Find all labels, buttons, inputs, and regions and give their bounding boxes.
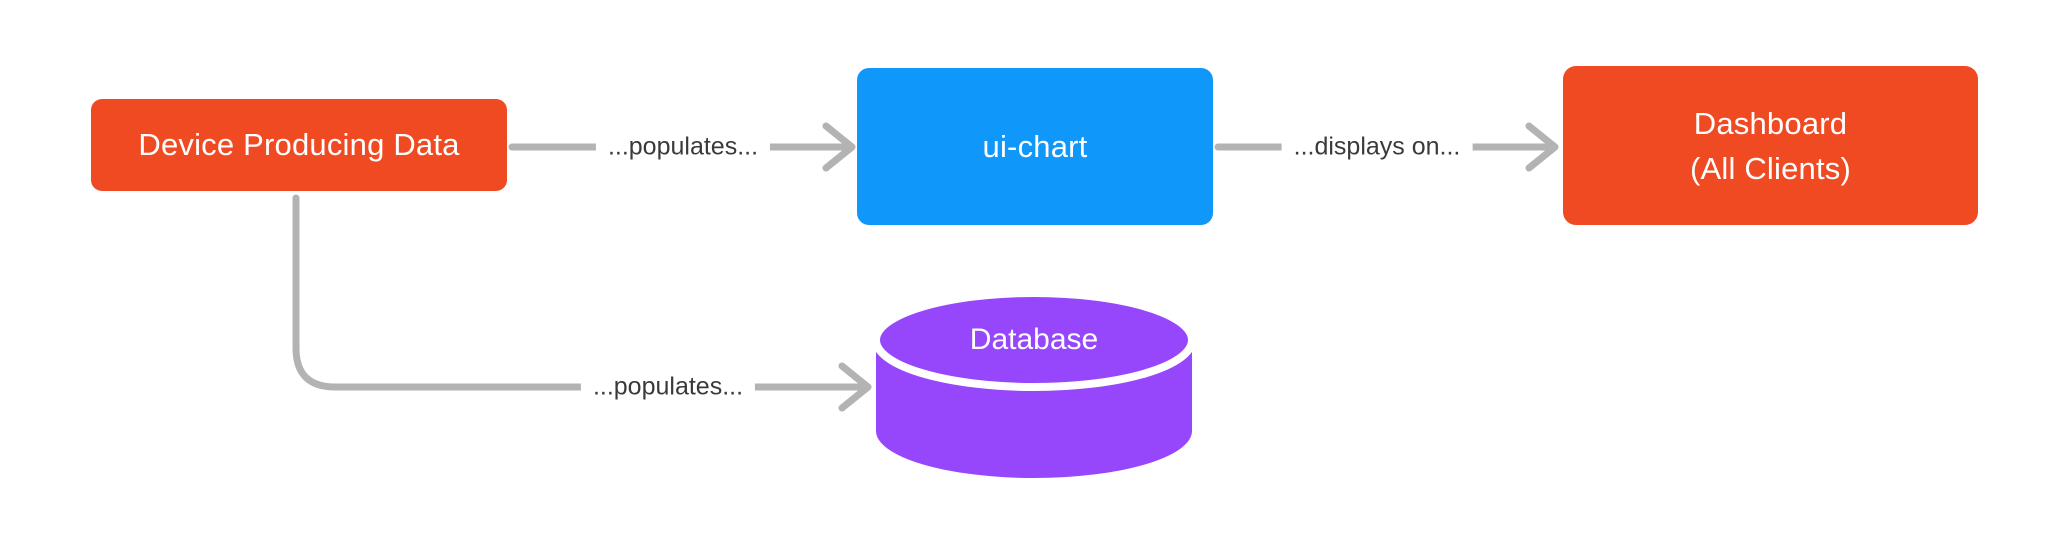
edge-line [292,194,868,391]
database-cylinder-icon [872,289,1196,478]
node-device-producing-data: Device Producing Data [91,99,507,191]
node-label-line2: (All Clients) [1689,150,1852,186]
cylinder-top [872,289,1196,391]
edge-label-displays-on: ...displays on... [1281,130,1473,164]
edge-label-populates-bottom: ...populates... [580,370,756,404]
node-database-label: Database [969,323,1099,356]
arrow-right-icon [1525,122,1559,172]
edge-device-to-database [292,194,872,412]
node-label: ui-chart [982,128,1088,164]
node-label-line1: Dashboard [1693,105,1848,141]
arrow-right-icon [838,362,872,412]
cylinder-body [876,340,1192,478]
node-label: Device Producing Data [138,127,460,162]
edge-label-populates-top: ...populates... [595,130,771,164]
node-dashboard: Dashboard (All Clients) [1563,66,1978,225]
arrow-right-icon [822,122,856,172]
node-ui-chart: ui-chart [857,68,1213,225]
